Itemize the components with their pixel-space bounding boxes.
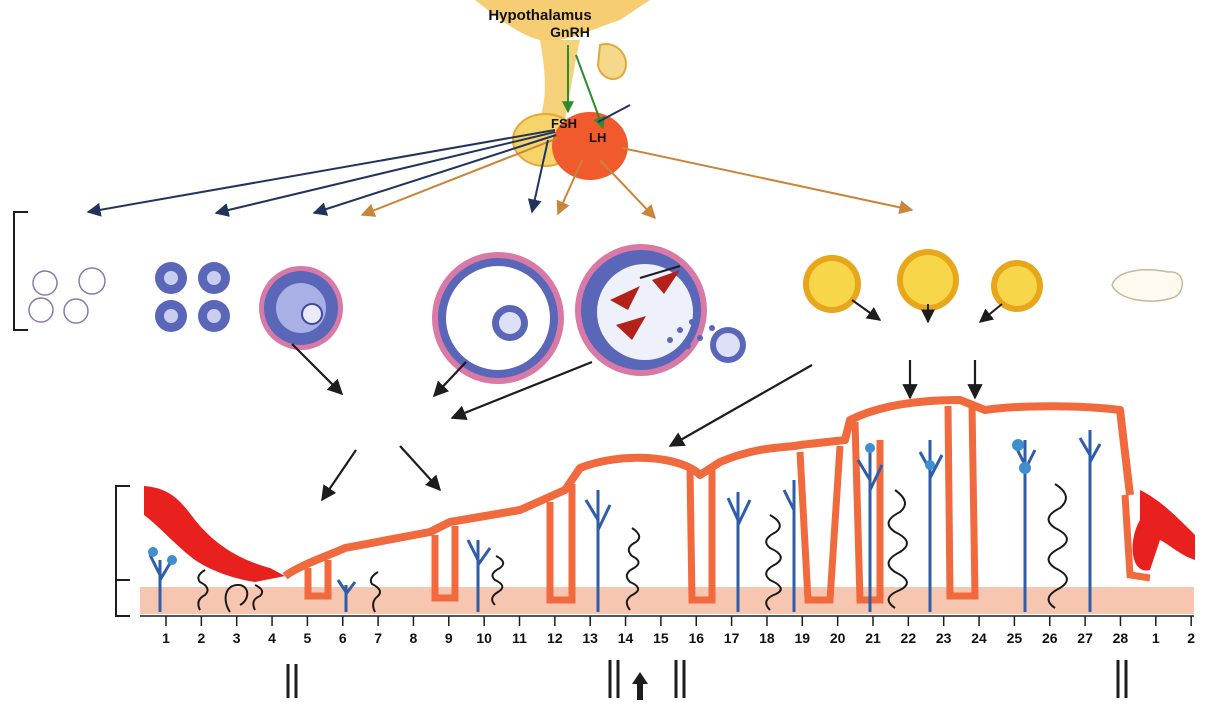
day-label: 11 [505,630,535,646]
primary-follicles [155,262,230,332]
day-label: 17 [717,630,747,646]
endometrium-surface [285,400,1130,576]
ovary-bracket [14,212,28,330]
phase-markers [288,660,1126,698]
day-label: 7 [363,630,393,646]
day-label: 2 [186,630,216,646]
day-label: 15 [646,630,676,646]
day-label: 14 [611,630,641,646]
day-label: 3 [222,630,252,646]
day-label: 12 [540,630,570,646]
fsh-label: FSH [551,116,577,131]
endometrium-bracket [116,486,130,616]
day-label: 24 [964,630,994,646]
day-label: 2 [1176,630,1206,646]
ovulation-arrow [632,672,648,700]
graafian-follicle [432,252,564,384]
day-ticks [166,616,1191,626]
day-label: 4 [257,630,287,646]
day-label: 9 [434,630,464,646]
secondary-follicle [259,266,343,350]
hormone-arrows [88,130,912,218]
day-label: 6 [328,630,358,646]
hypothalamus-label: Hypothalamus [455,8,625,24]
day-label: 19 [787,630,817,646]
lh-label: LH [589,130,606,145]
day-label: 25 [999,630,1029,646]
day-label: 10 [469,630,499,646]
day-label: 18 [752,630,782,646]
menstrual-shedding-start [144,486,285,582]
day-label: 22 [893,630,923,646]
day-label: 13 [575,630,605,646]
vessel-buds [148,439,1031,565]
day-label: 1 [151,630,181,646]
corpus-luteum-stages [803,249,1043,322]
day-label: 27 [1070,630,1100,646]
ovulating-follicle [575,244,746,376]
day-label: 26 [1035,630,1065,646]
basal-layer [140,587,1194,614]
day-label: 23 [929,630,959,646]
day-label: 16 [681,630,711,646]
day-label: 1 [1141,630,1171,646]
day-label: 8 [398,630,428,646]
primordial-follicles [29,268,105,323]
menstrual-shedding-end [1133,490,1195,570]
day-label: 5 [292,630,322,646]
day-label: 20 [823,630,853,646]
gnrh-label: GnRH [520,24,620,40]
day-label: 21 [858,630,888,646]
corpus-albicans [1112,270,1182,301]
day-label: 28 [1105,630,1135,646]
